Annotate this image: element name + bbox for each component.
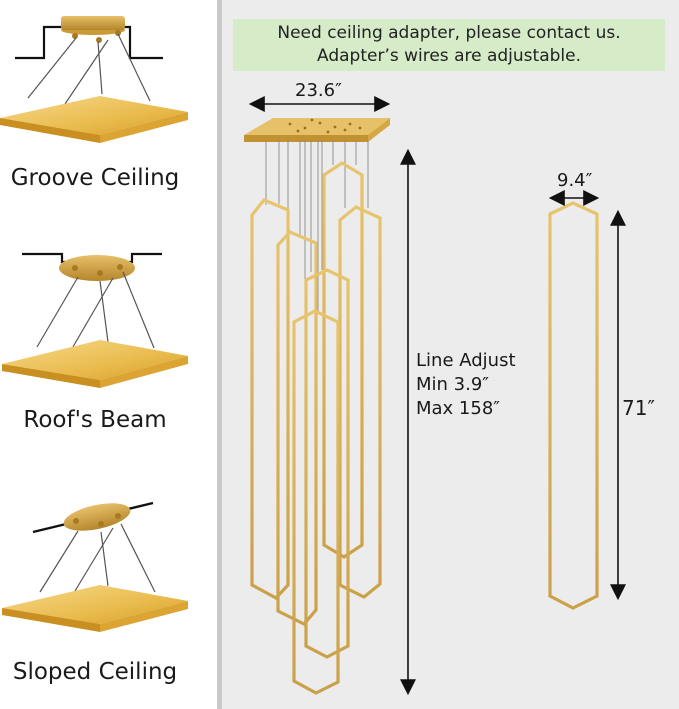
groove-ceiling-illustration [0, 16, 188, 143]
notice-line-1: Need ceiling adapter, please contact us. [277, 23, 621, 43]
pendant-width-label: 9.4″ [557, 170, 593, 191]
notice-line-2: Adapter’s wires are adjustable. [317, 46, 581, 66]
mount-label-groove-ceiling: Groove Ceiling [10, 165, 180, 191]
ring-6 [292, 309, 340, 695]
ring-1 [250, 198, 290, 600]
line-adjust-max: Max 158″ [416, 398, 501, 419]
canopy-body [61, 16, 125, 30]
panel-top [2, 340, 188, 380]
line-adjust-min: Min 3.9″ [416, 374, 490, 395]
chandelier-illustration [244, 118, 390, 695]
canopy-body [63, 503, 131, 531]
ring-3 [322, 161, 364, 559]
panel-top [0, 96, 188, 135]
dimension-arrows [248, 96, 626, 696]
ring-2 [276, 230, 318, 626]
chandelier-canopy-top [244, 118, 390, 135]
panel-top [2, 585, 188, 624]
sloped-ceiling-illustration [2, 501, 188, 632]
line-adjust-title: Line Adjust [416, 350, 516, 371]
mount-label-sloped-ceiling: Sloped Ceiling [12, 659, 178, 685]
single-pendant-illustration [548, 201, 599, 610]
line-adjust-block: Line Adjust Min 3.9″ Max 158″ [416, 349, 516, 421]
ring-5 [304, 268, 350, 659]
canopy-body [59, 255, 135, 281]
pendant-height-label: 71″ [622, 396, 655, 420]
roofs-beam-illustration [2, 252, 188, 388]
panel-divider [217, 0, 222, 709]
canopy-width-label: 23.6″ [295, 80, 342, 101]
ring-4 [338, 205, 382, 599]
adapter-notice: Need ceiling adapter, please contact us.… [233, 19, 665, 71]
mount-label-roofs-beam: Roof's Beam [23, 407, 167, 433]
